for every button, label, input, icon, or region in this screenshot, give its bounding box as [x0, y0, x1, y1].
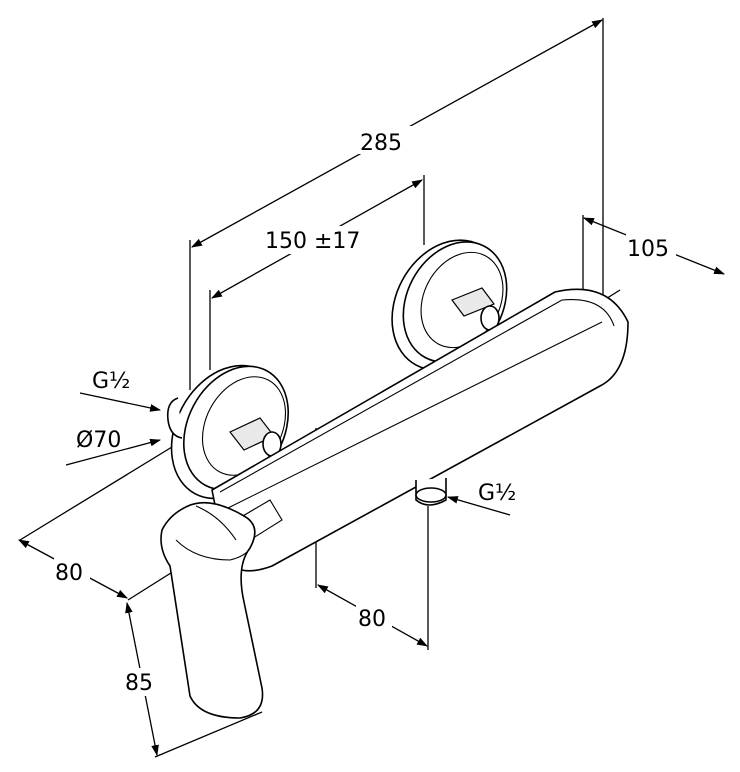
outlet-stub	[415, 478, 447, 506]
overall-width-label: 285	[360, 131, 402, 156]
depth-label: 105	[627, 237, 669, 262]
dimension-labels: 285 150 ±17 105 G½ Ø70 G½ 80 80 85	[54, 126, 676, 696]
outlet-offset-label: 80	[358, 607, 386, 632]
connection-bottom-label: G½	[478, 481, 516, 506]
centre-distance-label: 150 ±17	[265, 229, 360, 254]
lever-handle	[160, 501, 264, 719]
lever-height-label: 85	[125, 671, 153, 696]
connection-top-label: G½	[92, 369, 130, 394]
mixer-body	[211, 288, 629, 572]
rosette-diameter-label: Ø70	[76, 428, 121, 453]
lever-offset-label: 80	[55, 561, 83, 586]
